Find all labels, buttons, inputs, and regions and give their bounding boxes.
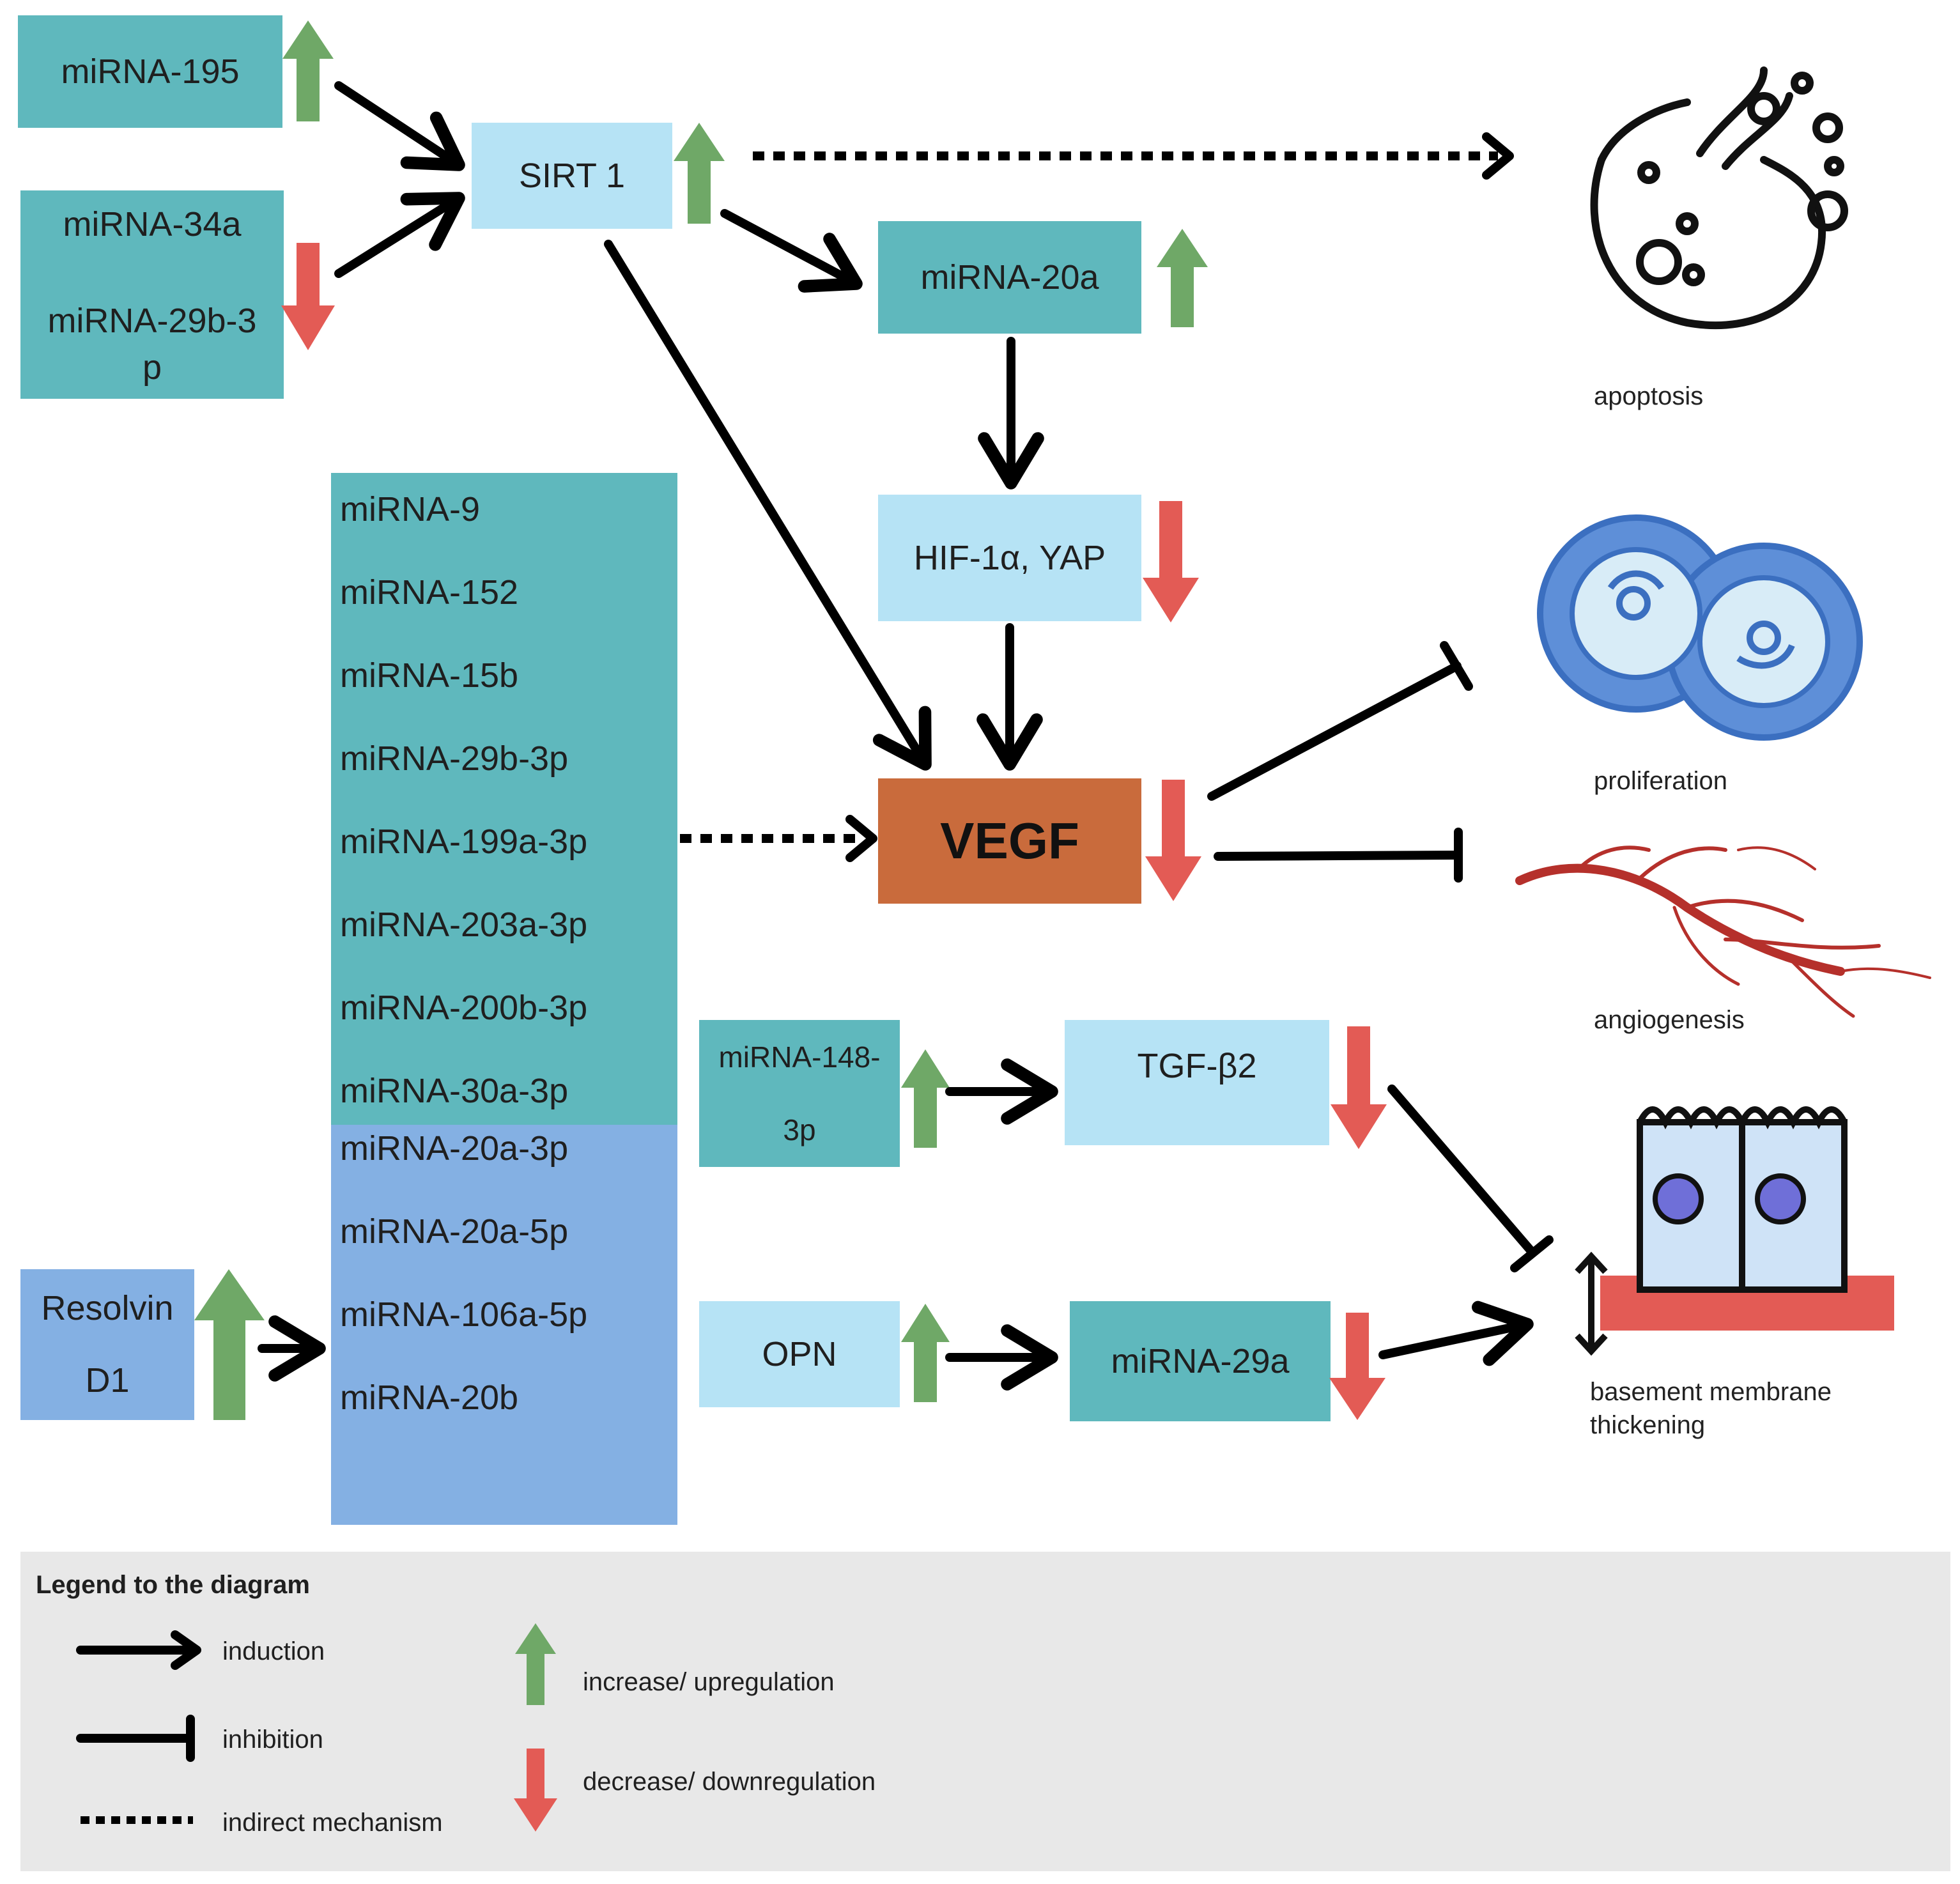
inhibition-line xyxy=(1207,661,1462,801)
down-arrow-icon xyxy=(1331,1026,1387,1149)
list-item: miRNA-30a-3p xyxy=(340,1072,569,1110)
induction-arrow xyxy=(720,209,863,293)
list-item: miRNA-29b-3p xyxy=(340,739,569,778)
mirna-195-label: miRNA-195 xyxy=(61,52,240,91)
legend-increase-label: increase/ upregulation xyxy=(583,1668,835,1696)
up-arrow-icon xyxy=(901,1304,950,1402)
indirect-arrowhead xyxy=(845,815,877,862)
list-item: miRNA-20a-5p xyxy=(340,1212,569,1251)
basement-membrane-label-line1: basement membrane xyxy=(1590,1378,1832,1406)
opn-node: OPN xyxy=(699,1301,900,1407)
mirna-list-blue: miRNA-20a-3p miRNA-20a-5p miRNA-106a-5p … xyxy=(331,1125,677,1525)
list-item: miRNA-152 xyxy=(340,573,519,612)
apoptotic-cell-icon xyxy=(1590,66,1848,329)
induction-arrow xyxy=(1378,1301,1534,1366)
mirna-29a-node: miRNA-29a xyxy=(1070,1301,1331,1421)
down-arrow-icon xyxy=(1145,780,1201,901)
list-item: miRNA-200b-3p xyxy=(340,989,588,1027)
down-arrow-icon xyxy=(1143,501,1199,622)
tgf-b2-node: TGF-β2 xyxy=(1065,1020,1329,1145)
legend-inhibition-label: inhibition xyxy=(222,1726,323,1754)
up-arrow-icon xyxy=(1157,229,1208,327)
list-item: miRNA-9 xyxy=(340,490,481,529)
mirna-20a-label: miRNA-20a xyxy=(920,258,1099,297)
up-arrow-icon xyxy=(282,20,334,121)
mirna-148-label-line1: miRNA-148- xyxy=(718,1040,881,1074)
legend-symbols xyxy=(76,1623,557,1832)
down-arrow-icon xyxy=(281,243,335,350)
induction-arrow xyxy=(334,81,465,171)
list-item: miRNA-106a-5p xyxy=(340,1295,588,1334)
mirna-29b-3p-label: miRNA-29b-3p xyxy=(47,302,257,387)
angiogenesis-label: angiogenesis xyxy=(1594,1006,1745,1034)
indirect-arrowhead xyxy=(1482,132,1514,180)
inhibition-bar xyxy=(1440,641,1473,691)
list-item: miRNA-203a-3p xyxy=(340,906,588,944)
sirt1-node: SIRT 1 xyxy=(472,123,672,229)
apoptosis-label: apoptosis xyxy=(1594,382,1704,410)
blood-vessel-icon xyxy=(1515,845,1931,1018)
legend-induction-label: induction xyxy=(222,1637,325,1665)
hif-yap-label: HIF-1α, YAP xyxy=(913,538,1106,577)
list-item: miRNA-15b xyxy=(340,656,519,695)
up-arrow-icon xyxy=(194,1269,265,1420)
tgf-b2-label: TGF-β2 xyxy=(1137,1047,1257,1085)
legend-down-arrow-icon xyxy=(514,1749,557,1832)
resolvin-label-line1: Resolvin xyxy=(41,1289,174,1328)
resolvin-label-line2: D1 xyxy=(85,1361,130,1400)
sirt1-label: SIRT 1 xyxy=(518,156,626,195)
up-arrow-icon xyxy=(674,123,725,224)
mirna-34a-label: miRNA-34a xyxy=(63,205,242,243)
mirna-list-teal: miRNA-9 miRNA-152 miRNA-15b miRNA-29b-3p… xyxy=(331,473,677,1125)
mirna-29a-label: miRNA-29a xyxy=(1111,1341,1290,1380)
legend-title: Legend to the diagram xyxy=(36,1571,310,1599)
induction-arrow xyxy=(604,240,932,771)
mirna-34a-29b-node: miRNA-34a miRNA-29b-3p xyxy=(20,190,284,399)
list-item: miRNA-20b xyxy=(340,1378,519,1417)
hif-yap-node: HIF-1α, YAP xyxy=(878,495,1141,621)
legend-panel: Legend to the diagram induction inhibiti… xyxy=(20,1552,1950,1871)
up-arrow-icon xyxy=(901,1049,950,1148)
down-arrow-icon xyxy=(1329,1313,1385,1420)
vegf-node: VEGF xyxy=(878,778,1141,904)
opn-label: OPN xyxy=(762,1334,837,1373)
inhibition-line xyxy=(1214,851,1463,861)
list-item: miRNA-199a-3p xyxy=(340,822,588,861)
inhibition-line xyxy=(1387,1085,1537,1257)
mirna-195-node: miRNA-195 xyxy=(18,15,282,128)
mirna-148-3p-node: miRNA-148- 3p xyxy=(699,1020,900,1167)
basement-membrane-icon xyxy=(1575,1106,1894,1356)
mirna-148-label-line2: 3p xyxy=(783,1113,816,1147)
inhibition-bar xyxy=(1510,1235,1554,1272)
proliferation-label: proliferation xyxy=(1594,767,1728,795)
dividing-cell-icon xyxy=(1537,514,1863,741)
induction-arrow xyxy=(334,192,465,278)
legend-decrease-label: decrease/ downregulation xyxy=(583,1768,876,1796)
list-item: miRNA-20a-3p xyxy=(340,1129,569,1168)
basement-membrane-label-line2: thickening xyxy=(1590,1411,1706,1439)
mirna-20a-node: miRNA-20a xyxy=(878,221,1141,334)
legend-up-arrow-icon xyxy=(515,1623,556,1705)
legend-indirect-label: indirect mechanism xyxy=(222,1809,443,1837)
resolvin-d1-node: Resolvin D1 xyxy=(20,1269,194,1420)
vegf-label: VEGF xyxy=(940,812,1079,869)
